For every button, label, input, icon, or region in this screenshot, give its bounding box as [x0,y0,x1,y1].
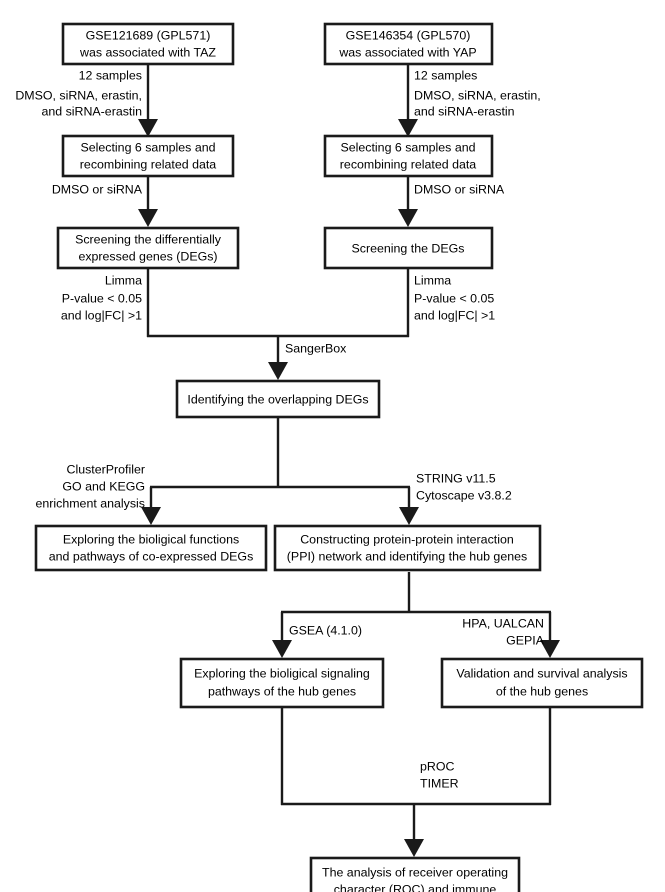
node-validation-survival-line-1: of the hub genes [496,684,588,698]
edge-label-samples-left-line-2: and siRNA-erastin [41,104,142,118]
edge-label-samples-right-line-1: DMSO, siRNA, erastin, [414,88,541,102]
node-gse121689-line-0: GSE121689 (GPL571) [86,28,211,42]
edge-label-hpa-ualcan-line-0: HPA, UALCAN [462,616,544,630]
node-biological-functions-line-1: and pathways of co-expressed DEGs [49,549,254,563]
edge-label-proc-timer-line-1: TIMER [420,776,459,790]
edge-label-dmso-sirna-left: DMSO or siRNA [52,182,143,196]
arrowhead-split-to-validation [540,640,560,658]
node-gse146354-line-0: GSE146354 (GPL570) [346,28,471,42]
edge-label-string-cytoscape-line-0: STRING v11.5 [416,471,496,485]
edge-label-string-cytoscape-line-1: Cytoscape v3.8.2 [416,488,512,502]
node-validation-survival[interactable]: Validation and survival analysis of the … [440,657,644,709]
edge-label-hpa-ualcan-line-1: GEPIA [506,633,545,647]
node-ppi-network[interactable]: Constructing protein-protein interaction… [273,524,542,572]
node-roc-immune[interactable]: The analysis of receiver operating chara… [309,856,521,892]
node-overlapping-line-0: Identifying the overlapping DEGs [187,392,368,406]
edge-label-limma-left-line-1: P-value < 0.05 [62,291,142,305]
node-screening-right-line-0: Screening the DEGs [352,241,465,255]
node-signaling-pathways-line-1: pathways of the hub genes [208,684,356,698]
edge-label-clusterprofiler-line-1: GO and KEGG [62,479,145,493]
node-select-right-line-1: recombining related data [340,157,476,171]
node-roc-immune-line-1: character (ROC) and immune [334,882,497,892]
node-gse121689-line-1: was associated with TAZ [79,45,216,59]
node-gse146354[interactable]: GSE146354 (GPL570) was associated with Y… [323,22,494,66]
node-overlapping[interactable]: Identifying the overlapping DEGs [175,379,381,419]
arrowhead-merge-to-roc [404,839,424,857]
edge-label-clusterprofiler: ClusterProfiler GO and KEGG enrichment a… [35,462,145,510]
edge-label-samples-right-line-0: 12 samples [414,68,477,82]
node-layer: GSE121689 (GPL571) was associated with T… [34,22,644,892]
edge-label-limma-right-line-0: Limma [414,273,451,287]
edge-label-limma-left-line-2: and log|FC| >1 [61,308,142,322]
node-gse121689[interactable]: GSE121689 (GPL571) was associated with T… [61,22,235,66]
edge-label-dmso-sirna-right: DMSO or siRNA [414,182,505,196]
arrowhead-select-right-to-screening-right [398,209,418,227]
edge-label-proc-timer-line-0: pROC [420,759,454,773]
edge-label-limma-right-line-2: and log|FC| >1 [414,308,495,322]
node-ppi-network-line-1: (PPI) network and identifying the hub ge… [287,549,527,563]
node-select-left[interactable]: Selecting 6 samples and recombining rela… [61,134,235,178]
edge-label-limma-right-line-1: P-value < 0.05 [414,291,494,305]
node-gse146354-line-1: was associated with YAP [338,45,476,59]
node-roc-immune-line-0: The analysis of receiver operating [322,865,508,879]
edge-label-proc-timer: pROC TIMER [420,759,459,790]
node-validation-survival-line-0: Validation and survival analysis [456,666,627,680]
edge-label-layer: 12 samples DMSO, siRNA, erastin, and siR… [15,68,544,790]
edge-label-samples-right: 12 samples DMSO, siRNA, erastin, and siR… [414,68,541,118]
edge-label-clusterprofiler-line-0: ClusterProfiler [67,462,146,476]
edge-label-string-cytoscape: STRING v11.5 Cytoscape v3.8.2 [416,471,512,502]
node-screening-left-line-1: expressed genes (DEGs) [78,249,217,263]
node-select-right[interactable]: Selecting 6 samples and recombining rela… [323,134,494,178]
edge-label-gsea: GSEA (4.1.0) [289,623,362,637]
edge-label-clusterprofiler-line-2: enrichment analysis [35,496,145,510]
arrowhead-select-left-to-screening-left [138,209,158,227]
node-biological-functions[interactable]: Exploring the bioligical functions and p… [34,524,268,572]
arrowhead-gse146354-to-select-right [398,119,418,137]
node-screening-right[interactable]: Screening the DEGs [323,226,494,270]
arrowhead-split-to-ppi [399,507,419,525]
node-screening-left-line-0: Screening the differentially [75,232,222,246]
edge-label-samples-left-line-1: DMSO, siRNA, erastin, [15,88,142,102]
arrowhead-merge-to-overlapping [268,362,288,380]
node-biological-functions-line-0: Exploring the bioligical functions [63,532,239,546]
edge-label-samples-left-line-0: 12 samples [79,68,142,82]
node-ppi-network-line-0: Constructing protein-protein interaction [300,532,514,546]
node-select-right-line-0: Selecting 6 samples and [340,140,475,154]
edge-label-limma-left: Limma P-value < 0.05 and log|FC| >1 [61,273,142,322]
arrowhead-split-to-signaling-pathways [272,640,292,658]
arrowhead-gse121689-to-select-left [138,119,158,137]
node-select-left-line-0: Selecting 6 samples and [80,140,215,154]
node-signaling-pathways-line-0: Exploring the bioligical signaling [194,666,370,680]
edge-label-hpa-ualcan: HPA, UALCAN GEPIA [462,616,544,647]
node-select-left-line-1: recombining related data [80,157,216,171]
edge-label-limma-left-line-0: Limma [105,273,142,287]
edge-label-samples-left: 12 samples DMSO, siRNA, erastin, and siR… [15,68,142,118]
edge-label-limma-right: Limma P-value < 0.05 and log|FC| >1 [414,273,495,322]
edge-label-sangerbox: SangerBox [285,341,347,355]
node-signaling-pathways[interactable]: Exploring the bioligical signaling pathw… [179,657,385,709]
arrowhead-split-to-biological-functions [141,507,161,525]
node-screening-left[interactable]: Screening the differentially expressed g… [56,226,240,270]
connector-layer [138,62,560,857]
edge-label-samples-right-line-2: and siRNA-erastin [414,104,515,118]
